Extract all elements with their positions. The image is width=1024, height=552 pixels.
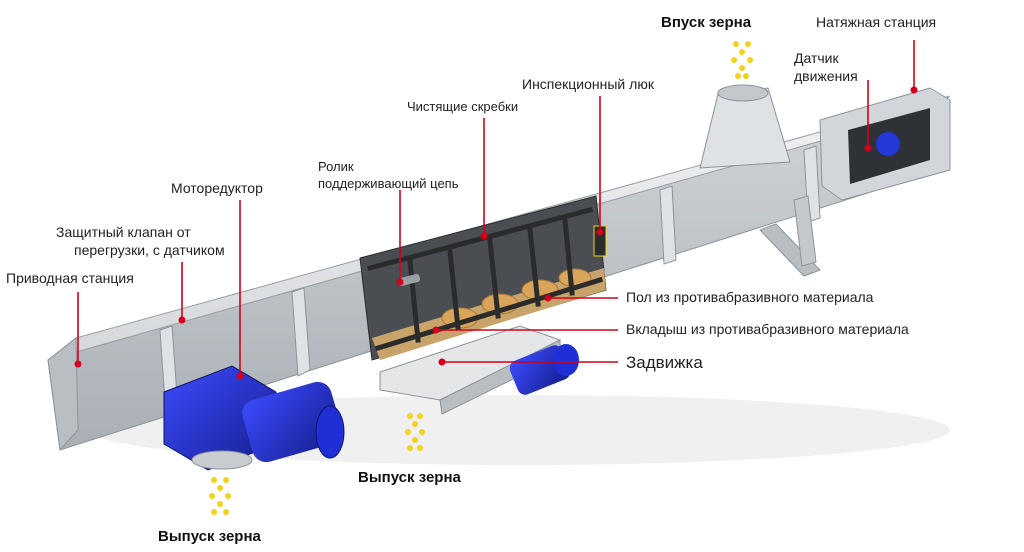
support-roller [397, 274, 421, 286]
label-grain-outlet-left: Выпуск зерна [158, 528, 261, 545]
grain-outlet-mid-stream [405, 413, 425, 451]
label-grain-inlet: Впуск зерна [661, 14, 752, 31]
label-gate-valve: Задвижка [626, 353, 703, 372]
label-inspection-hatch: Инспекционный люк [522, 76, 654, 92]
label-drive-station: Приводная станция [6, 270, 134, 286]
chain-scrapers [366, 206, 604, 352]
label-motion-sensor-1: Датчик [794, 50, 839, 66]
leader-dots [74, 86, 918, 380]
label-liner-abrasion: Вкладыш из противабразивного материала [626, 321, 909, 337]
label-grain-outlet-mid: Выпуск зерна [358, 469, 461, 486]
leader-lines [77, 40, 915, 376]
grain-outlet-left-stream [209, 477, 231, 515]
label-overload-valve-1: Защитный клапан от [56, 224, 191, 240]
label-cleaning-scrapers: Чистящие скребки [407, 99, 519, 114]
motion-sensor-disc [876, 132, 900, 156]
gearmotor [163, 365, 345, 471]
gate-valve-motor [509, 344, 579, 395]
label-tension-station: Натяжная станция [816, 14, 937, 30]
inlet-hopper-mouth [717, 84, 769, 102]
label-motion-sensor-2: движения [794, 68, 858, 84]
label-gearmotor: Моторедуктор [171, 180, 263, 196]
label-floor-abrasion: Пол из противабразивного материала [626, 289, 874, 305]
drive-station-end [47, 336, 79, 452]
label-overload-valve-2: перегрузки, с датчиком [74, 242, 225, 258]
grain-inlet-stream [731, 41, 753, 79]
label-roller-2: поддерживающий цепь [318, 176, 459, 191]
label-roller-1: Ролик [318, 159, 354, 174]
